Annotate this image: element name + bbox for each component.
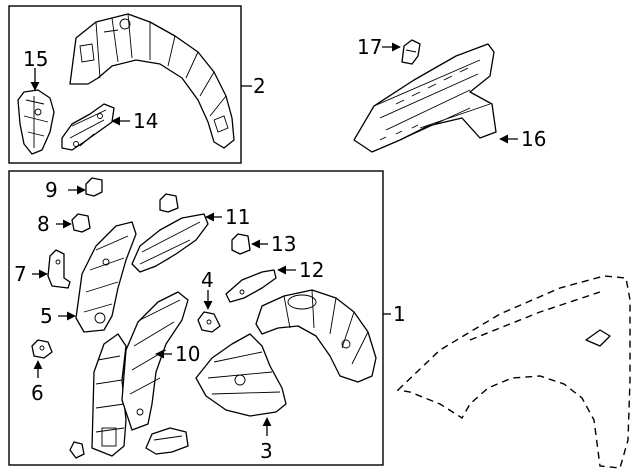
- part-11-reinforcement: [131, 193, 209, 273]
- callout-12: 12: [299, 258, 324, 282]
- callout-10: 10: [175, 342, 200, 366]
- part-6-clip: [31, 339, 53, 359]
- part-9-clip: [85, 177, 103, 197]
- part-lower-pillar: [91, 333, 127, 457]
- callout-4: 4: [201, 268, 214, 292]
- part-12-bracket: [225, 269, 277, 303]
- part-15-bracket: [17, 89, 55, 155]
- part-2-wheelhouse: [69, 13, 235, 149]
- part-14-reinforcement: [61, 103, 115, 151]
- callout-17: 17: [357, 35, 382, 59]
- wheelhouse-group-box: [8, 5, 242, 164]
- part-17-bracket: [401, 39, 421, 65]
- part-bottom-bracket: [145, 427, 189, 455]
- callout-1: 1: [393, 302, 406, 326]
- part-10-inner-panel: [121, 291, 189, 431]
- callout-14: 14: [133, 109, 158, 133]
- callout-5: 5: [40, 304, 53, 328]
- callout-15: 15: [23, 47, 48, 71]
- callout-9: 9: [45, 178, 58, 202]
- part-8-clip: [71, 213, 91, 233]
- fender-outline: [396, 275, 631, 469]
- part-7-bracket: [47, 249, 71, 289]
- part-1-wheelhouse: [255, 289, 377, 383]
- callout-2: 2: [253, 74, 266, 98]
- part-3-lower-wheelhouse: [195, 333, 287, 417]
- callout-6: 6: [31, 381, 44, 405]
- part-4-clip: [197, 311, 221, 333]
- part-16-frame-rail: [353, 43, 497, 153]
- part-13-clip: [231, 233, 251, 255]
- callout-11: 11: [225, 205, 250, 229]
- callout-7: 7: [14, 262, 27, 286]
- callout-13: 13: [271, 232, 296, 256]
- callout-3: 3: [260, 439, 273, 463]
- callout-16: 16: [521, 127, 546, 151]
- callout-8: 8: [37, 212, 50, 236]
- part-5-inner-pillar: [75, 221, 137, 333]
- structure-group-box: [8, 170, 384, 466]
- part-bottom-clip: [69, 441, 85, 459]
